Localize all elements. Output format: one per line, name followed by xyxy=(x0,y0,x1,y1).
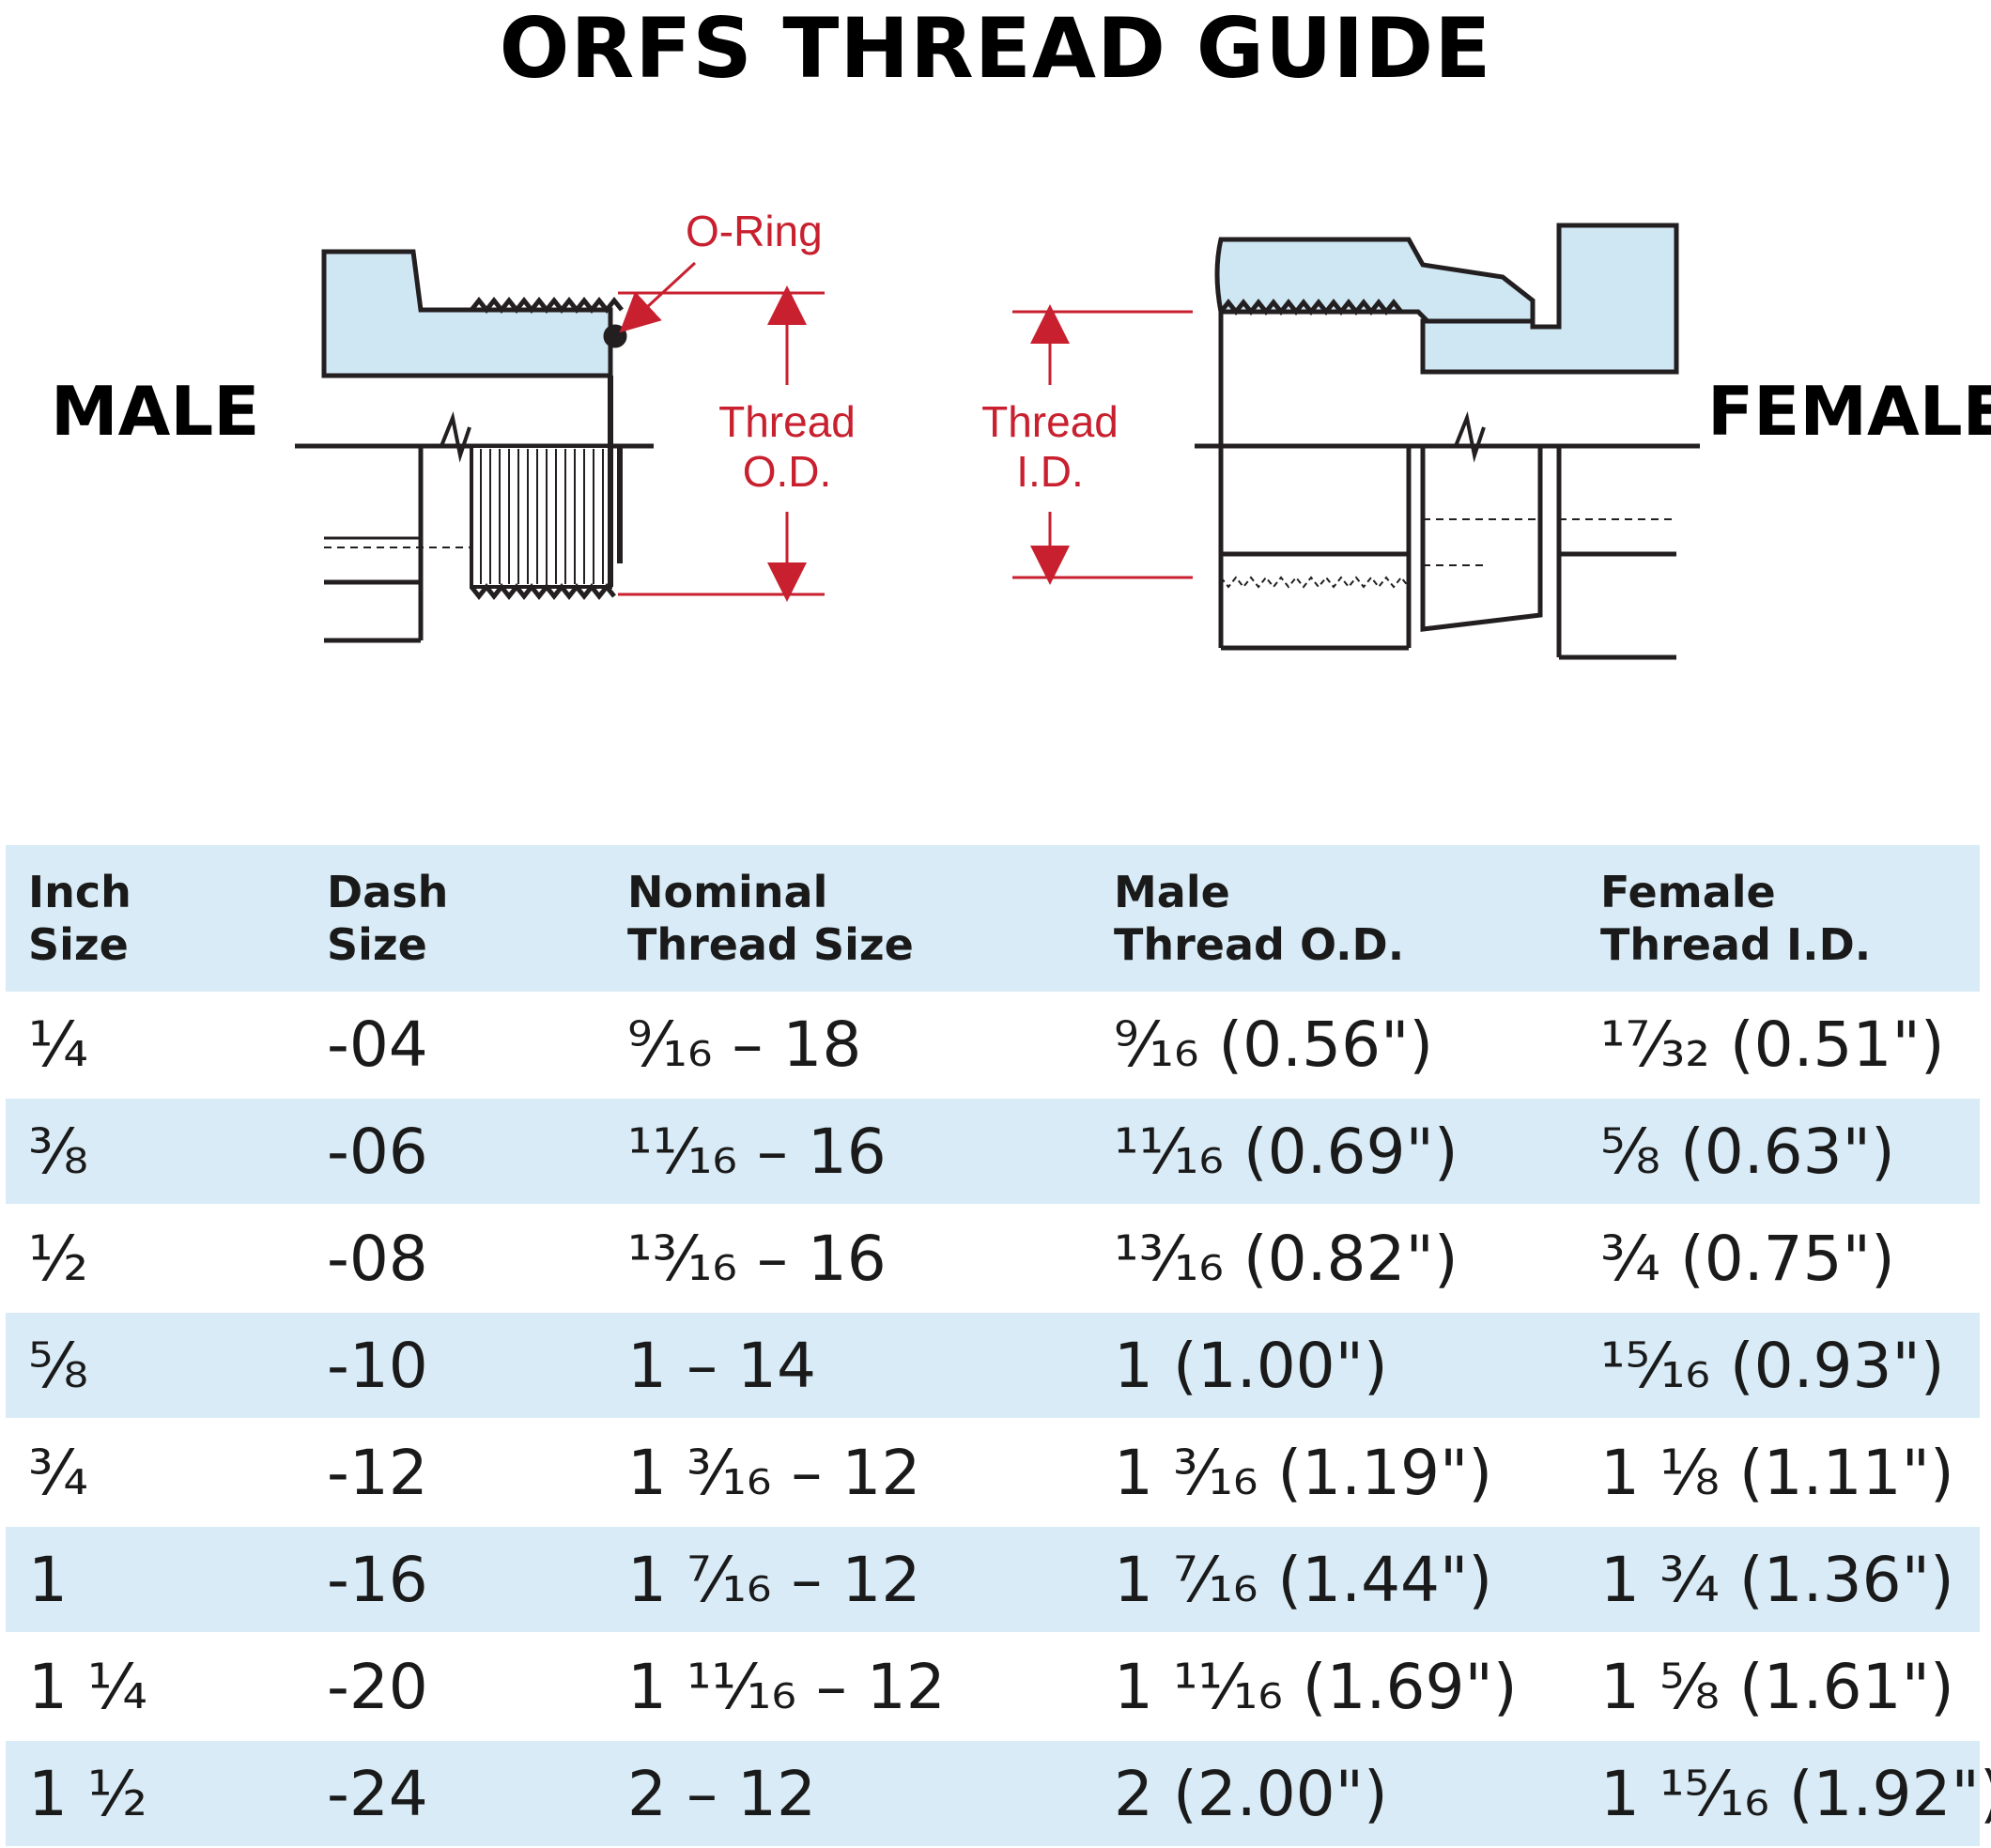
male-fitting xyxy=(295,249,654,643)
table-row: ¼ -04 ⁹⁄₁₆ – 18 ⁹⁄₁₆ (0.56") ¹⁷⁄₃₂ (0.51… xyxy=(6,992,1980,1099)
cell-male-od: ¹¹⁄₁₆ (0.69") xyxy=(1091,1098,1578,1206)
table-row: ⅝ -10 1 – 14 1 (1.00") ¹⁵⁄₁₆ (0.93") xyxy=(6,1312,1980,1420)
cell-nominal-thread: ¹³⁄₁₆ – 16 xyxy=(605,1205,1091,1313)
cell-inch-size: ½ xyxy=(6,1205,304,1313)
male-thread-top xyxy=(470,296,624,315)
cell-nominal-thread: 1 ¹¹⁄₁₆ – 12 xyxy=(605,1633,1091,1741)
female-label: FEMALE xyxy=(1707,372,1991,451)
cell-male-od: 1 ¹¹⁄₁₆ (1.69") xyxy=(1091,1633,1578,1741)
cell-inch-size: ¾ xyxy=(6,1419,304,1527)
cell-inch-size: 1 ¼ xyxy=(6,1633,304,1741)
cell-female-id: ¾ (0.75") xyxy=(1578,1205,1980,1313)
table-row: ⅜ -06 ¹¹⁄₁₆ – 16 ¹¹⁄₁₆ (0.69") ⅝ (0.63") xyxy=(6,1098,1980,1206)
male-annotations xyxy=(618,261,825,602)
thread-od-label-1: Thread xyxy=(718,397,856,446)
cell-male-od: 1 ⁷⁄₁₆ (1.44") xyxy=(1091,1526,1578,1634)
cell-male-od: ¹³⁄₁₆ (0.82") xyxy=(1091,1205,1578,1313)
fitting-drawing: O-Ring Thread O.D. xyxy=(295,207,1700,660)
thread-od-label-2: O.D. xyxy=(743,447,832,496)
fitting-diagram: MALE FEMALE xyxy=(0,188,1991,714)
cell-inch-size: ⅜ xyxy=(6,1098,304,1206)
cell-dash-size: -10 xyxy=(304,1312,605,1420)
cell-nominal-thread: ⁹⁄₁₆ – 18 xyxy=(605,992,1091,1099)
cell-dash-size: -12 xyxy=(304,1419,605,1527)
cell-female-id: 1 ¾ (1.36") xyxy=(1578,1526,1980,1634)
cell-female-id: ¹⁷⁄₃₂ (0.51") xyxy=(1578,992,1980,1099)
cell-nominal-thread: ¹¹⁄₁₆ – 16 xyxy=(605,1098,1091,1206)
cell-male-od: ⁹⁄₁₆ (0.56") xyxy=(1091,992,1578,1099)
cell-inch-size: ¼ xyxy=(6,992,304,1099)
cell-nominal-thread: 2 – 12 xyxy=(605,1740,1091,1848)
cell-inch-size: 1 ½ xyxy=(6,1740,304,1848)
oring-dot xyxy=(603,324,627,348)
page-title: ORFS THREAD GUIDE xyxy=(499,0,1492,97)
cell-dash-size: -20 xyxy=(304,1633,605,1741)
thread-id-label-1: Thread xyxy=(981,397,1119,446)
cell-dash-size: -04 xyxy=(304,992,605,1099)
cell-female-id: ¹⁵⁄₁₆ (0.93") xyxy=(1578,1312,1980,1420)
table-row: 1 ¼ -20 1 ¹¹⁄₁₆ – 12 1 ¹¹⁄₁₆ (1.69") 1 ⅝… xyxy=(6,1633,1980,1741)
cell-nominal-thread: 1 ³⁄₁₆ – 12 xyxy=(605,1419,1091,1527)
thread-id-label-2: I.D. xyxy=(1016,447,1084,496)
female-annotations xyxy=(1012,304,1193,585)
female-tube-upper xyxy=(1420,223,1679,375)
male-label: MALE xyxy=(51,372,260,451)
cell-nominal-thread: 1 – 14 xyxy=(605,1312,1091,1420)
cell-male-od: 2 (2.00") xyxy=(1091,1740,1578,1848)
table-row: ½ -08 ¹³⁄₁₆ – 16 ¹³⁄₁₆ (0.82") ¾ (0.75") xyxy=(6,1205,1980,1313)
table-row: 1 ½ -24 2 – 12 2 (2.00") 1 ¹⁵⁄₁₆ (1.92") xyxy=(6,1740,1991,1848)
cell-female-id: 1 ⅛ (1.11") xyxy=(1578,1419,1980,1527)
table-row: ¾ -12 1 ³⁄₁₆ – 12 1 ³⁄₁₆ (1.19") 1 ⅛ (1.… xyxy=(6,1419,1980,1527)
cell-dash-size: -06 xyxy=(304,1098,605,1206)
cell-dash-size: -08 xyxy=(304,1205,605,1313)
female-fitting xyxy=(1195,223,1700,660)
cell-inch-size: ⅝ xyxy=(6,1312,304,1420)
oring-label: O-Ring xyxy=(686,207,823,255)
cell-dash-size: -16 xyxy=(304,1526,605,1634)
cell-nominal-thread: 1 ⁷⁄₁₆ – 12 xyxy=(605,1526,1091,1634)
cell-female-id: 1 ⅝ (1.61") xyxy=(1578,1633,1980,1741)
table-row: 1 -16 1 ⁷⁄₁₆ – 12 1 ⁷⁄₁₆ (1.44") 1 ¾ (1.… xyxy=(6,1526,1980,1634)
female-nut-upper xyxy=(1214,237,1536,324)
cell-inch-size: 1 xyxy=(6,1526,304,1634)
cell-female-id: 1 ¹⁵⁄₁₆ (1.92") xyxy=(1578,1740,1991,1848)
cell-male-od: 1 (1.00") xyxy=(1091,1312,1578,1420)
cell-female-id: ⅝ (0.63") xyxy=(1578,1098,1980,1206)
cell-male-od: 1 ³⁄₁₆ (1.19") xyxy=(1091,1419,1578,1527)
male-body-upper xyxy=(321,249,613,378)
cell-dash-size: -24 xyxy=(304,1740,605,1848)
